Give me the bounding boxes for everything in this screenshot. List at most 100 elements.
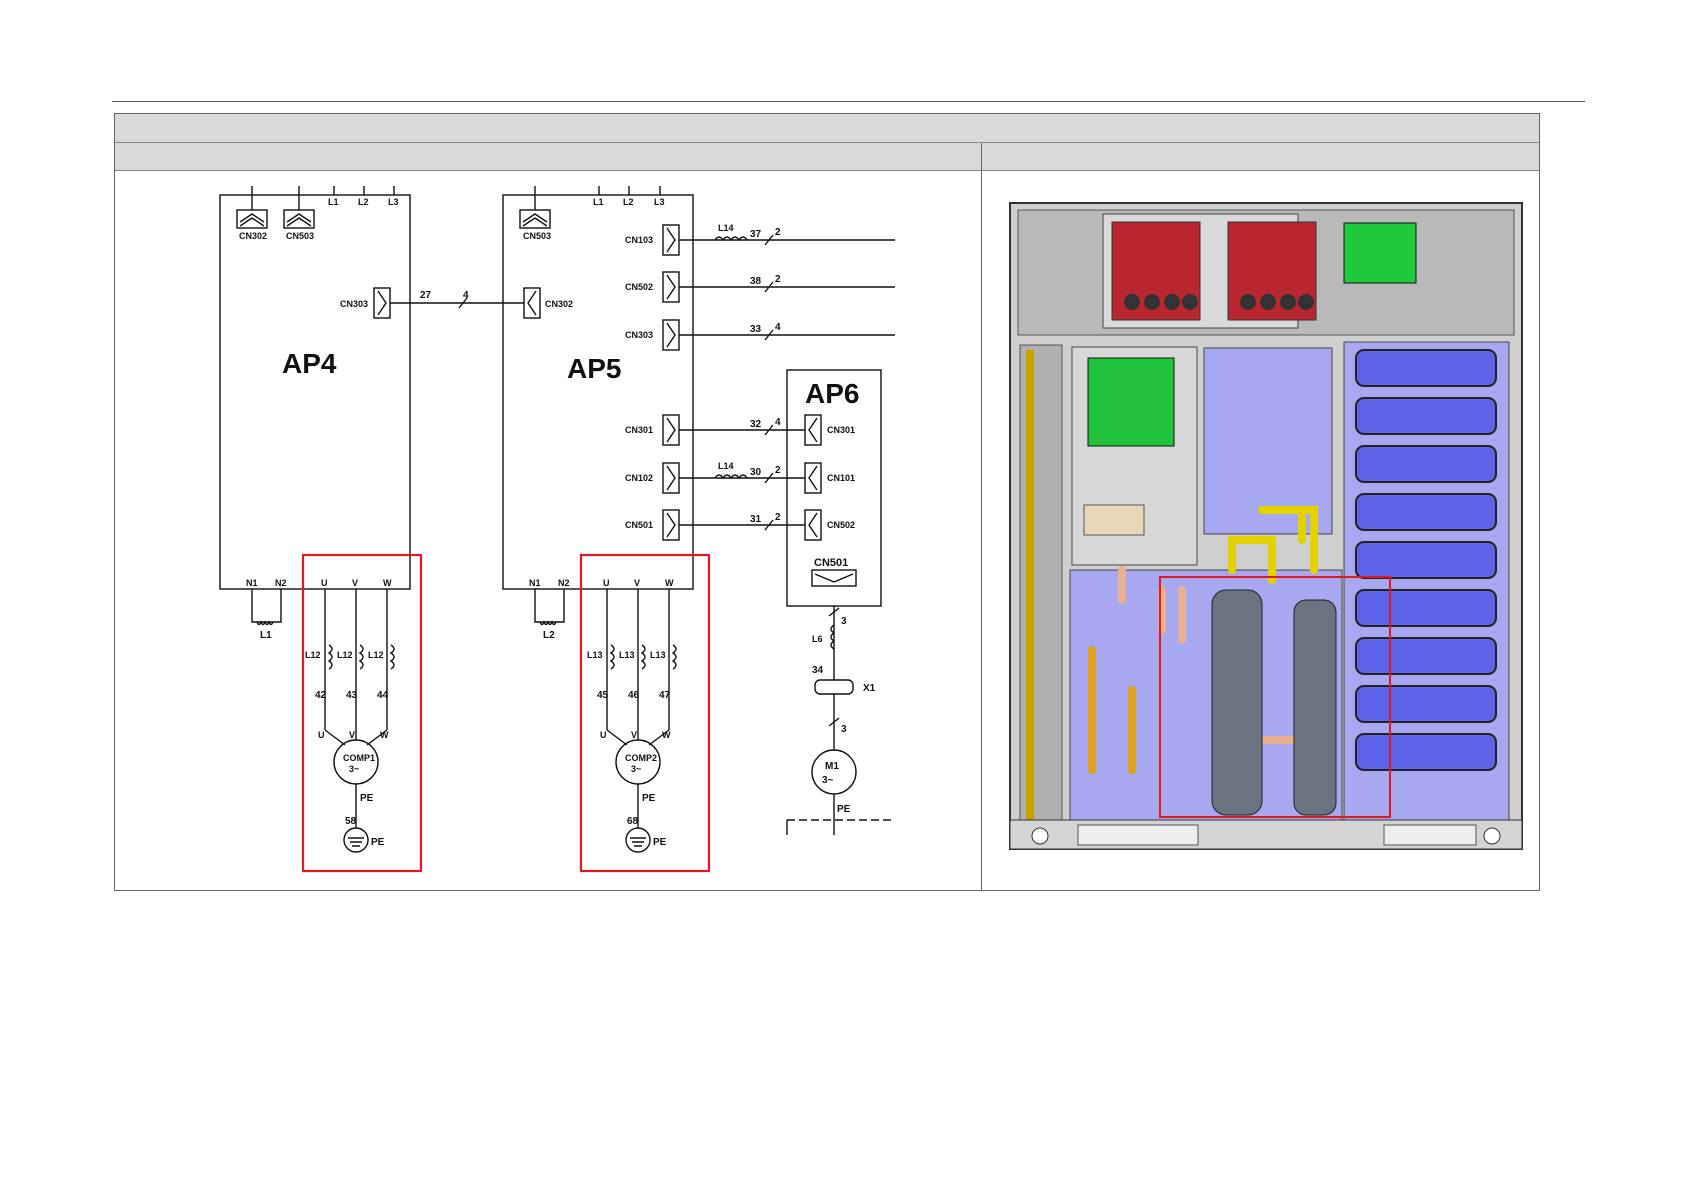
ap4-cn303: CN303 <box>340 299 368 309</box>
ap5-cn502: CN502 <box>625 282 653 292</box>
fan-count-top: 3 <box>841 616 847 627</box>
ap5-motor-u: U <box>600 730 607 740</box>
out3-count: 4 <box>775 322 781 333</box>
page-top-rule <box>112 101 1585 102</box>
ap5-motor-w: W <box>662 730 671 740</box>
ap5-n2: N2 <box>558 578 570 588</box>
out2-count: 2 <box>775 274 781 285</box>
comp2-sub: 3~ <box>631 764 641 774</box>
ap6-cn101: CN101 <box>827 473 855 483</box>
out1-choke: L14 <box>718 223 734 233</box>
ap5-n1: N1 <box>529 578 541 588</box>
ap5-v: V <box>634 578 640 588</box>
out3-wire: 33 <box>750 324 762 335</box>
link1-wire: 32 <box>750 419 762 430</box>
ap4-l2: L2 <box>358 197 369 207</box>
fan-motor: M1 <box>825 761 839 772</box>
fan-pe: PE <box>837 804 851 815</box>
ap5-wire-47: 47 <box>659 690 671 701</box>
ap5-pe-bottom: PE <box>653 837 667 848</box>
link-count: 4 <box>463 290 469 301</box>
wiring-schematic: AP4 AP5 AP6 CN302 CN503 L1 L2 L3 CN303 2… <box>219 186 895 873</box>
comp1-highlight <box>301 553 423 873</box>
comp2-highlight <box>579 553 711 873</box>
ap5-choke-2: L13 <box>619 650 635 660</box>
photo-header-cell <box>982 143 1539 171</box>
fan-count-bottom: 3 <box>841 724 847 735</box>
ap4-wire-43: 43 <box>346 690 358 701</box>
ap6-cn501: CN501 <box>814 557 848 569</box>
ap4-choke-3: L12 <box>368 650 384 660</box>
schematic-header-cell <box>115 143 981 171</box>
out1-count: 2 <box>775 227 781 238</box>
ap4-w: W <box>383 578 392 588</box>
ap4-n2: N2 <box>275 578 287 588</box>
column-divider <box>981 143 982 890</box>
link1-count: 4 <box>775 417 781 428</box>
ap5-l2: L2 <box>623 197 634 207</box>
ap4-motor-u: U <box>318 730 325 740</box>
ap5-motor-v: V <box>631 730 637 740</box>
ap4-ground-wire: 58 <box>345 816 357 827</box>
compressor-2 <box>1293 599 1337 816</box>
link3-count: 2 <box>775 512 781 523</box>
ap4-pe-top: PE <box>360 793 374 804</box>
ap5-choke-3: L13 <box>650 650 666 660</box>
link2-wire: 30 <box>750 467 762 478</box>
ap5-cn102: CN102 <box>625 473 653 483</box>
ap4-motor-v: V <box>349 730 355 740</box>
table-header-row <box>115 114 1539 143</box>
ap4-v: V <box>352 578 358 588</box>
ap5-label: AP5 <box>567 353 621 384</box>
link3-wire: 31 <box>750 514 762 525</box>
link-wire: 27 <box>420 290 432 301</box>
ap5-ground-wire: 68 <box>627 816 639 827</box>
comp2-label: COMP2 <box>625 753 657 763</box>
ap5-board <box>502 194 694 590</box>
x1-terminal: X1 <box>863 683 876 694</box>
ap5-l1: L1 <box>593 197 604 207</box>
ap6-wire: 34 <box>812 665 824 676</box>
ap5-cn103: CN103 <box>625 235 653 245</box>
ap4-u: U <box>321 578 328 588</box>
ap6-cn502: CN502 <box>827 520 855 530</box>
ap4-reactor: L1 <box>260 630 272 641</box>
ap4-wire-42: 42 <box>315 690 327 701</box>
comp1-sub: 3~ <box>349 764 359 774</box>
ap5-choke-1: L13 <box>587 650 603 660</box>
out2-wire: 38 <box>750 276 762 287</box>
ap5-cn303: CN303 <box>625 330 653 340</box>
ap4-choke-2: L12 <box>337 650 353 660</box>
ap4-choke-1: L12 <box>305 650 321 660</box>
ap4-l3: L3 <box>388 197 399 207</box>
ap5-cn503: CN503 <box>523 231 551 241</box>
ap5-wire-45: 45 <box>597 690 609 701</box>
ap5-w: W <box>665 578 674 588</box>
ap5-wire-46: 46 <box>628 690 640 701</box>
ap5-cn302: CN302 <box>545 299 573 309</box>
ap4-wire-44: 44 <box>377 690 389 701</box>
link2-choke: L14 <box>718 461 734 471</box>
ap4-motor-w: W <box>380 730 389 740</box>
diagram-table: AP4 AP5 AP6 CN302 CN503 L1 L2 L3 CN303 2… <box>114 113 1540 891</box>
ap5-pe-top: PE <box>642 793 656 804</box>
inverter-board <box>1087 357 1175 447</box>
ap5-l3: L3 <box>654 197 665 207</box>
ap5-cn501: CN501 <box>625 520 653 530</box>
compressor-1 <box>1211 589 1263 816</box>
out1-wire: 37 <box>750 229 762 240</box>
control-board-3 <box>1343 222 1417 284</box>
ap4-pe-bottom: PE <box>371 837 385 848</box>
ap4-board <box>219 194 411 590</box>
compressor-highlight <box>1159 576 1391 818</box>
ap4-n1: N1 <box>246 578 258 588</box>
ap4-label: AP4 <box>282 348 337 379</box>
unit-internal-render <box>1009 202 1523 850</box>
ap6-label: AP6 <box>805 378 859 409</box>
ap4-l1: L1 <box>328 197 339 207</box>
ap4-cn503: CN503 <box>286 231 314 241</box>
ap4-cn302: CN302 <box>239 231 267 241</box>
fan-motor-sub: 3~ <box>822 775 834 786</box>
link2-count: 2 <box>775 465 781 476</box>
comp1-label: COMP1 <box>343 753 375 763</box>
